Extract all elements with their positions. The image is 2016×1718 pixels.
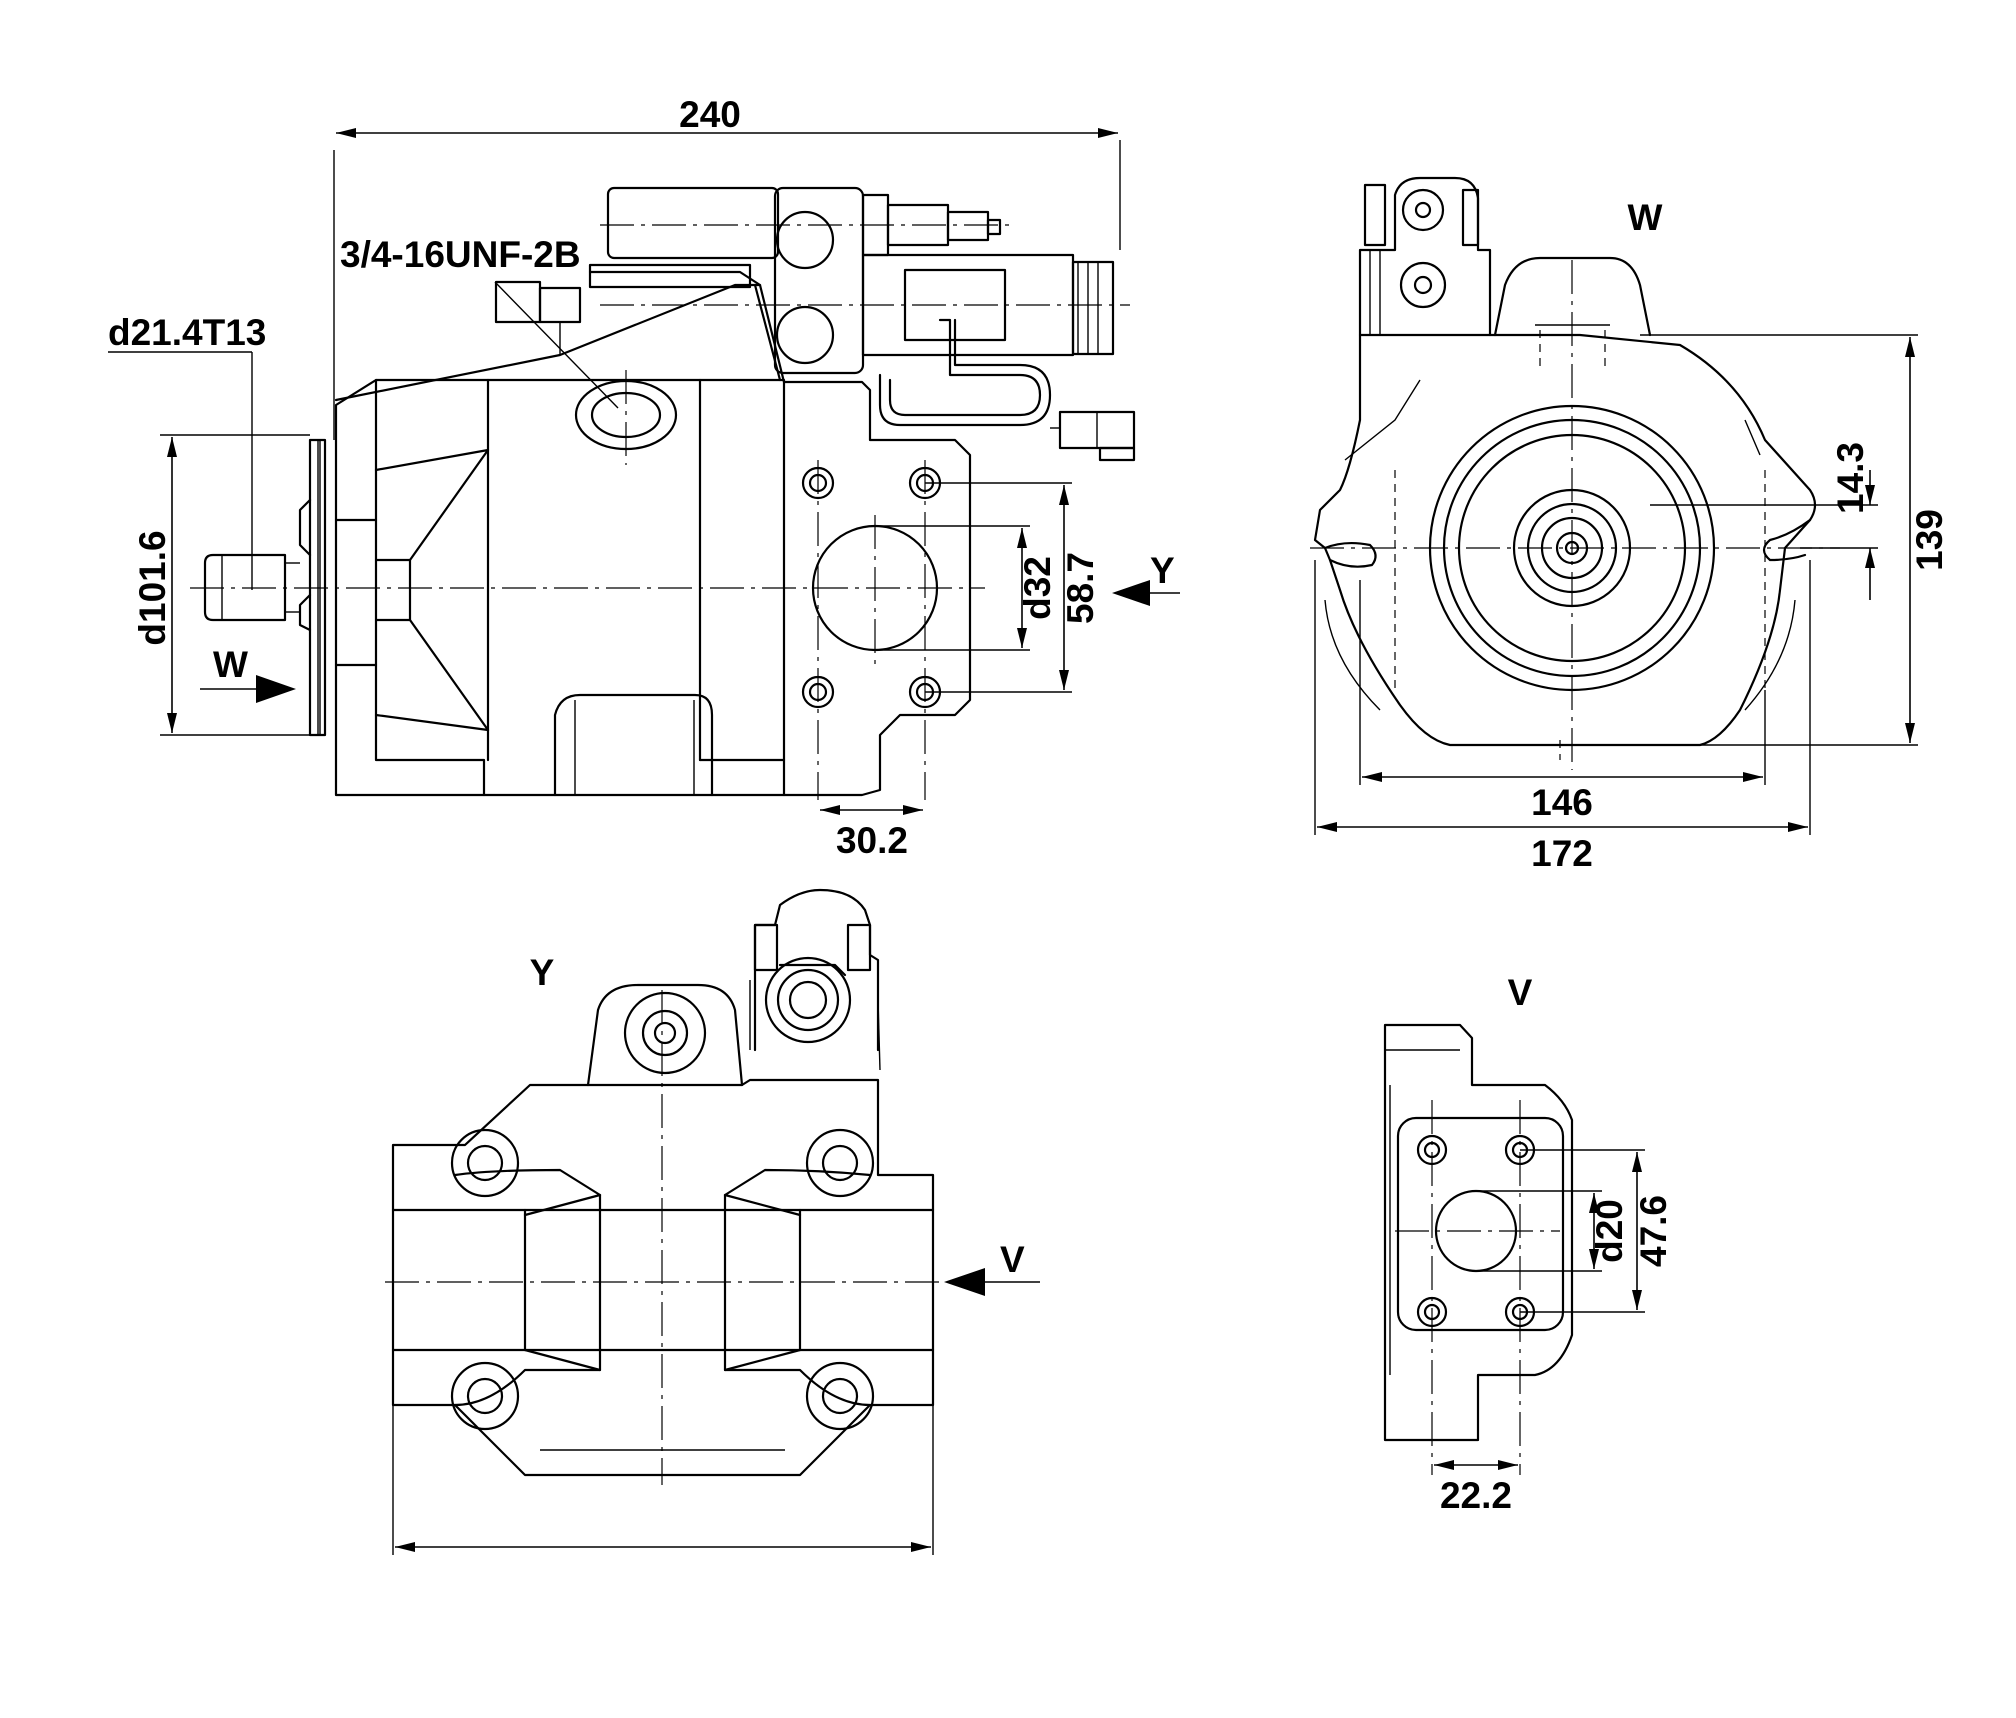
view-w: W bbox=[1310, 176, 1950, 874]
overall-length-label: 240 bbox=[679, 94, 741, 135]
port-offset-label: 30.2 bbox=[836, 820, 908, 861]
pump-housing bbox=[334, 378, 972, 797]
view-v-offset-label: 22.2 bbox=[1440, 1475, 1512, 1516]
view-w-overall-width-label: 172 bbox=[1531, 833, 1593, 874]
port-diameter-label: d32 bbox=[1017, 556, 1058, 620]
view-v-bolt-spacing-label: 47.6 bbox=[1633, 1195, 1674, 1267]
port-bolt-spacing-label: 58.7 bbox=[1060, 552, 1101, 624]
view-w-flange-outline bbox=[1313, 333, 1817, 747]
view-arrow-v-label: V bbox=[1000, 1239, 1025, 1280]
view-arrow-w-label: W bbox=[213, 644, 248, 685]
view-arrow-y-label: Y bbox=[1150, 550, 1175, 591]
shaft-spline-label: d21.4T13 bbox=[108, 312, 266, 353]
side-view: 240 bbox=[108, 94, 1180, 861]
drive-shaft bbox=[203, 553, 287, 622]
view-w-flange-width-label: 146 bbox=[1531, 782, 1593, 823]
view-y-top-boss bbox=[586, 983, 744, 1087]
view-w-title: W bbox=[1628, 197, 1663, 238]
view-v: V d20 47.6 22.2 bbox=[1383, 972, 1674, 1516]
view-v-port-diameter-label: d20 bbox=[1589, 1199, 1630, 1263]
view-y-valve-body bbox=[753, 888, 880, 1052]
view-w-overall-height-label: 139 bbox=[1909, 509, 1950, 571]
view-y: Y bbox=[385, 888, 1040, 1555]
view-y-housing bbox=[391, 1078, 935, 1477]
view-y-title: Y bbox=[530, 952, 555, 993]
pilot-diameter-label: d101.6 bbox=[132, 530, 173, 645]
view-w-height-offset-label: 14.3 bbox=[1830, 442, 1871, 514]
thread-port-label: 3/4-16UNF-2B bbox=[340, 234, 581, 275]
view-v-flange bbox=[1396, 1116, 1565, 1332]
solenoid-valve-body bbox=[606, 186, 780, 260]
view-v-title: V bbox=[1508, 972, 1533, 1013]
compensator-block bbox=[334, 283, 786, 402]
view-v-outline bbox=[1383, 1023, 1574, 1442]
